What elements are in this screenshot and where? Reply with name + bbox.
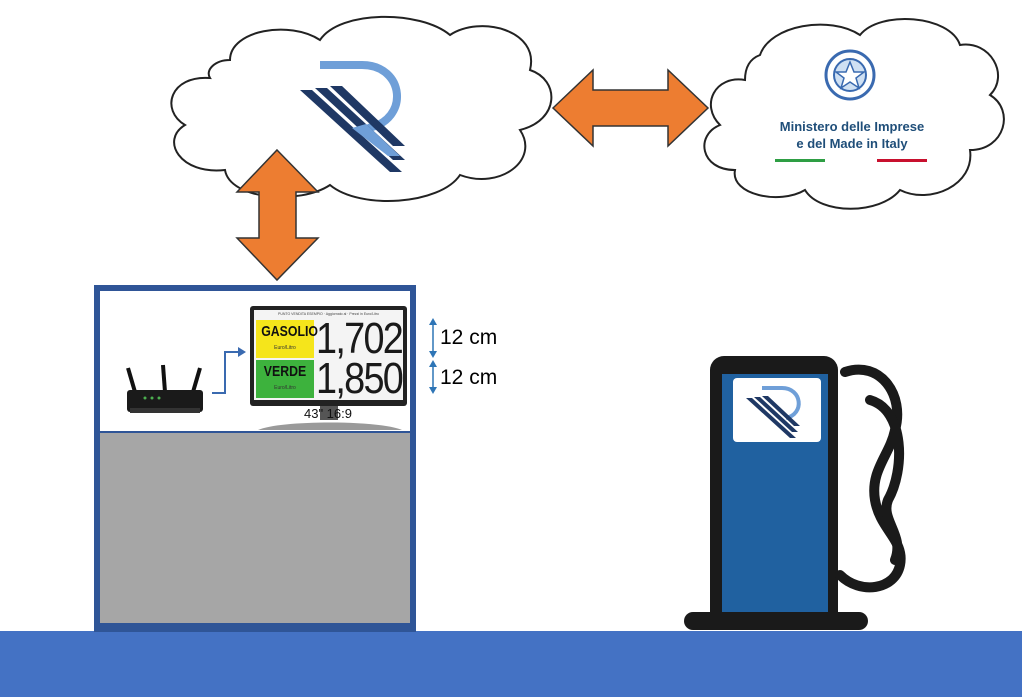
kiosk-counter [100,433,410,623]
fuel-name: VERDE [263,363,307,380]
ministry-emblem [824,49,876,101]
price-display-screen: PUNTO VENDITA ESEMPIO · Aggiornato al · … [254,310,403,400]
display-header: PUNTO VENDITA ESEMPIO · Aggiornato al · … [277,312,380,316]
ministry-name: Ministero delle Imprese e del Made in It… [754,118,950,152]
fuel-row-verde: VERDE Euro/Litro 1,850 [254,354,403,400]
ministry-name-line2: e del Made in Italy [796,136,908,151]
dimension-label-row1: 12 cm [440,326,498,349]
cloud-icon [703,18,1005,210]
fuel-label-box: GASOLIO Euro/Litro [256,320,318,358]
fuel-unit: Euro/Litro [274,345,296,351]
double-arrow-icon[interactable] [235,148,320,282]
flag-stripe-green [775,159,825,162]
fuel-price: 1,702 [316,314,403,363]
fuel-name: GASOLIO [261,323,318,340]
flag-stripe-red [877,159,927,162]
double-arrow-icon[interactable] [551,68,710,148]
company-logo [300,61,405,172]
monitor-size-label: 43" 16:9 [304,406,352,421]
fuel-label-box: VERDE Euro/Litro [256,360,314,398]
fuel-pump-panel [733,378,821,442]
ground-strip [0,631,1022,697]
fuel-pump-base [684,612,868,630]
ministry-name-line1: Ministero delle Imprese [779,119,925,134]
fuel-row-gasolio: GASOLIO Euro/Litro 1,702 [254,314,403,363]
fuel-unit: Euro/Litro [274,385,296,391]
dimension-label-row2: 12 cm [440,366,498,389]
fuel-price: 1,850 [316,354,403,400]
